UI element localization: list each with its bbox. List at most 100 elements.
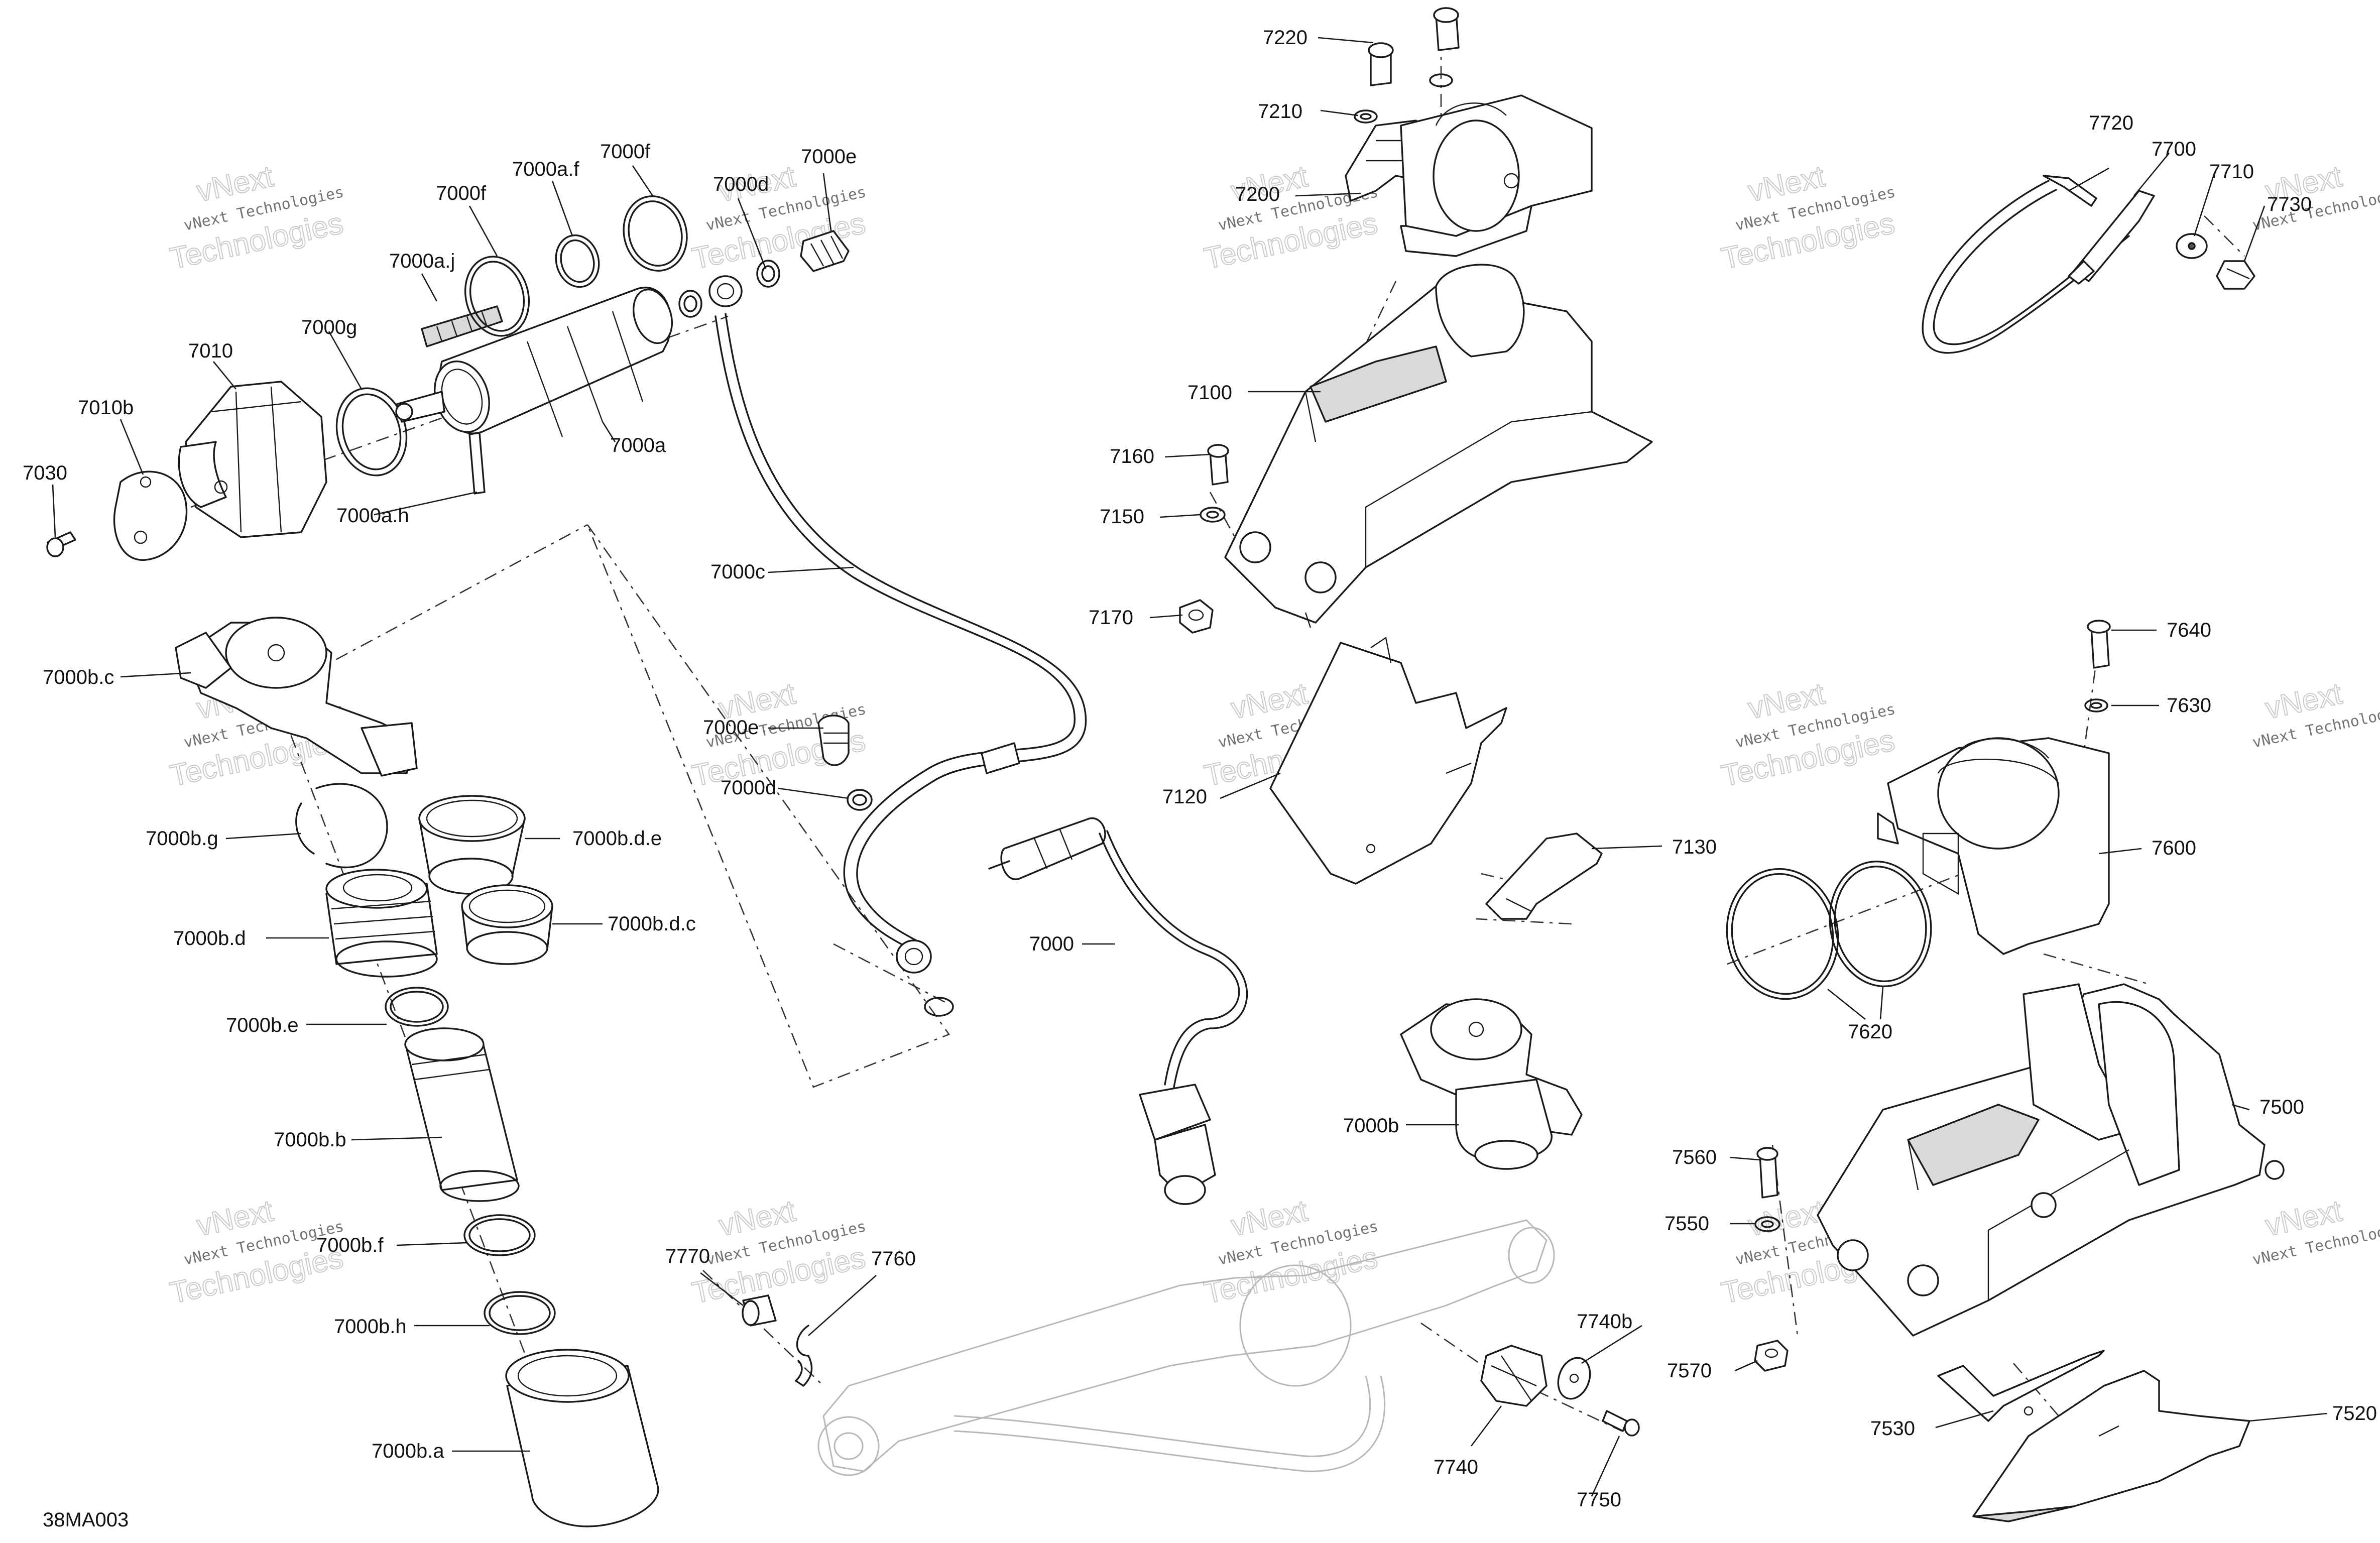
label-7000b-d-e: 7000b.d.e xyxy=(572,827,662,850)
part-7770-bolt xyxy=(742,1294,777,1327)
part-7700-lever xyxy=(2068,190,2155,285)
part-7000-sensor xyxy=(988,817,1248,1205)
label-7530: 7530 xyxy=(1870,1417,1915,1440)
part-7000b-g-circlip xyxy=(295,783,388,869)
label-7000b-e: 7000b.e xyxy=(226,1014,299,1036)
part-7010b-plate xyxy=(113,470,188,561)
label-7000a-f: 7000a.f xyxy=(512,158,579,180)
callout-labels: 7220 7210 7200 7100 7160 7150 7170 7120 … xyxy=(23,27,2377,1511)
label-7150: 7150 xyxy=(1100,506,1144,528)
part-7620-oring-b xyxy=(1829,860,1932,988)
label-7000g: 7000g xyxy=(301,316,357,338)
label-7560: 7560 xyxy=(1672,1146,1717,1168)
part-7530-plate xyxy=(1937,1350,2105,1422)
part-7000d-washer-mid xyxy=(847,789,873,811)
label-7170: 7170 xyxy=(1089,607,1133,629)
label-7500: 7500 xyxy=(2259,1096,2304,1118)
leader-lines xyxy=(52,37,2328,1497)
label-7000b-f: 7000b.f xyxy=(316,1234,384,1256)
label-7160: 7160 xyxy=(1110,445,1154,467)
part-7000b-e-ring xyxy=(385,987,449,1027)
part-7000a-j-label xyxy=(421,305,503,347)
part-7000b-b-tube xyxy=(404,1027,520,1202)
label-7000b-d: 7000b.d xyxy=(173,927,246,949)
part-7000g-oring xyxy=(335,387,408,477)
part-7010-knob xyxy=(178,381,327,538)
part-7000f-ring-a xyxy=(464,256,530,337)
part-7000b-d-piston xyxy=(325,869,438,978)
part-7000b-housing-assembly xyxy=(1400,998,1583,1170)
part-7150-washer xyxy=(1200,507,1226,523)
label-7000f-a: 7000f xyxy=(436,182,487,204)
label-7000d-top: 7000d xyxy=(713,173,769,195)
label-7740: 7740 xyxy=(1434,1456,1478,1478)
label-7000a-j: 7000a.j xyxy=(389,250,455,272)
part-7000b-f-ring xyxy=(463,1214,536,1256)
part-7620-oring-a xyxy=(1726,868,1839,1000)
label-7210: 7210 xyxy=(1258,100,1302,123)
part-7000e-fitting-mid xyxy=(817,715,850,766)
label-7770: 7770 xyxy=(665,1245,710,1267)
label-7740b: 7740b xyxy=(1577,1311,1632,1333)
label-7620: 7620 xyxy=(1848,1021,1892,1043)
label-7000e-top: 7000e xyxy=(801,146,857,168)
watermark-1: vNext vNext Technologies Technologies xyxy=(167,159,347,276)
label-7100: 7100 xyxy=(1187,382,1232,404)
part-7710-washer xyxy=(2176,233,2208,259)
label-7000b-d-c: 7000b.d.c xyxy=(608,913,696,935)
part-7760-clip xyxy=(795,1325,813,1387)
label-7720: 7720 xyxy=(2089,112,2133,134)
label-7200: 7200 xyxy=(1235,183,1280,205)
part-7740b-plate xyxy=(1557,1357,1591,1400)
label-7550: 7550 xyxy=(1664,1213,1709,1235)
label-7120: 7120 xyxy=(1162,786,1207,808)
part-7160-bolt xyxy=(1207,444,1229,486)
label-7000a-h: 7000a.h xyxy=(336,505,409,527)
part-top-upper-saddle xyxy=(1400,94,1593,257)
watermark-12: vNext vNext Technologies Technologies xyxy=(689,1193,869,1311)
part-top-bolt-7220b xyxy=(1429,7,1460,87)
part-7000e-fitting-top xyxy=(800,230,850,272)
label-7000f-b: 7000f xyxy=(600,141,651,163)
watermark-4: vNext vNext Technologies Technologies xyxy=(1718,159,1898,276)
part-7170-nut xyxy=(1179,599,1214,634)
ghost-shock-assembly xyxy=(817,1219,1555,1476)
label-7520: 7520 xyxy=(2332,1402,2377,1425)
watermark-10: vNext vNext Technologies xyxy=(2251,676,2380,752)
watermark-15: vNext vNext Technologies xyxy=(2251,1193,2380,1269)
part-7130-plate xyxy=(1485,833,1603,920)
part-7000f-ring-b xyxy=(623,195,688,272)
part-7030-screw xyxy=(46,531,76,557)
part-7640-bolt xyxy=(2087,620,2111,669)
part-7000b-h-ring xyxy=(484,1291,556,1335)
part-7730-nut xyxy=(2216,260,2255,290)
part-7550-washer xyxy=(1754,1216,1780,1232)
part-7000b-c-housing xyxy=(175,617,418,777)
part-7100-mount xyxy=(1224,264,1653,628)
label-7000b-a: 7000b.a xyxy=(372,1440,444,1462)
label-7000d-mid: 7000d xyxy=(721,777,776,799)
part-7560-bolt xyxy=(1756,1147,1778,1199)
part-7630-washer xyxy=(2084,698,2108,713)
part-7000a-f-ring xyxy=(555,234,600,288)
part-7000b-d-e-sleeve xyxy=(418,795,526,895)
part-7120-bracket xyxy=(1269,637,1507,885)
label-7000a: 7000a xyxy=(610,434,666,456)
label-7630: 7630 xyxy=(2167,694,2211,717)
label-7600: 7600 xyxy=(2152,837,2196,859)
part-7000b-d-c-sleeve xyxy=(461,884,553,965)
diagram-code: 38MA003 xyxy=(43,1509,129,1531)
watermark-13: vNext vNext Technologies Technologies xyxy=(1201,1193,1381,1311)
label-7730: 7730 xyxy=(2267,193,2312,215)
part-7570-nut xyxy=(1754,1340,1789,1372)
part-7000a-cylinder xyxy=(395,287,673,437)
part-7000b-a-body xyxy=(505,1349,659,1527)
label-7010: 7010 xyxy=(188,340,233,362)
label-7000e-mid: 7000e xyxy=(703,717,759,739)
part-7750-screw xyxy=(1602,1410,1640,1437)
label-7130: 7130 xyxy=(1672,836,1717,858)
label-7570: 7570 xyxy=(1667,1360,1712,1382)
label-7000b-h: 7000b.h xyxy=(334,1316,407,1338)
label-7220: 7220 xyxy=(1263,27,1307,49)
